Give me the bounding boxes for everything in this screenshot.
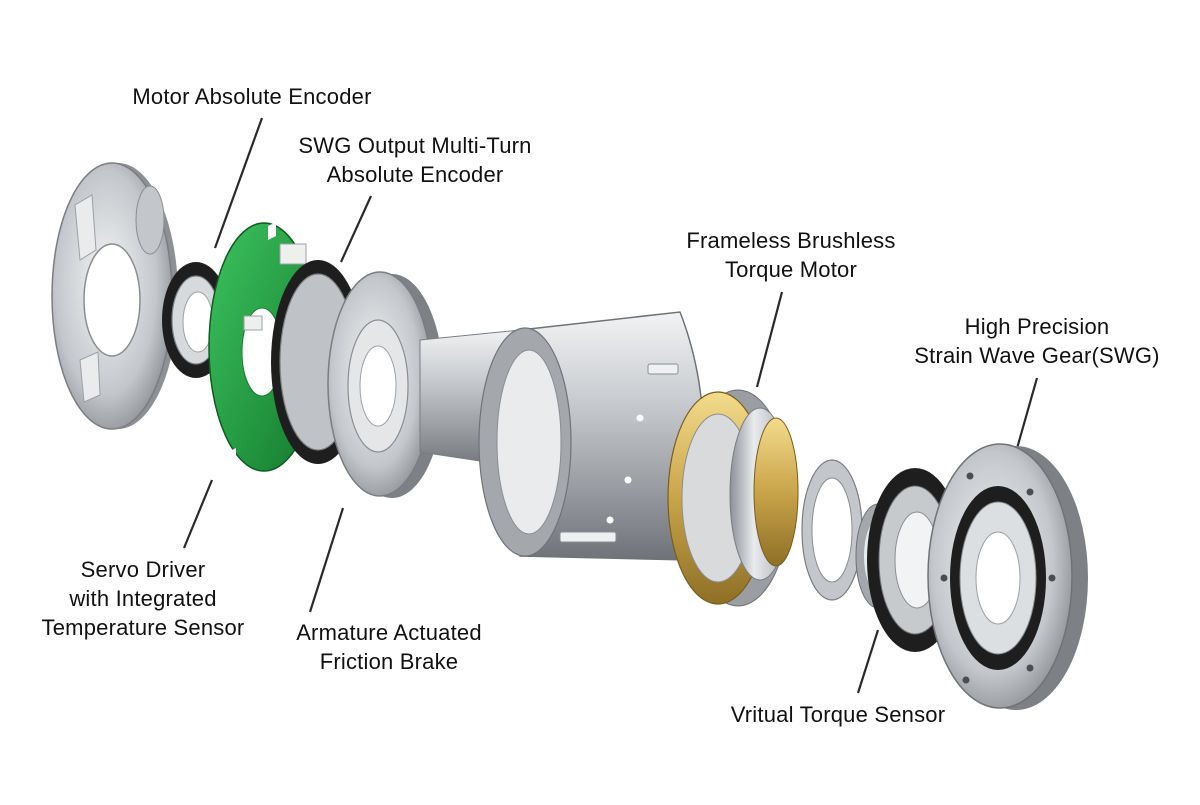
label-line: Strain Wave Gear(SWG) (914, 343, 1160, 368)
label-swg-output-encoder: SWG Output Multi-Turn Absolute Encoder (272, 131, 558, 189)
label-line: Motor Absolute Encoder (132, 84, 372, 109)
leader-vts (856, 629, 880, 694)
label-line: Vritual Torque Sensor (730, 702, 946, 727)
label-friction-brake: Armature Actuated Friction Brake (272, 618, 506, 676)
label-line: Armature Actuated (296, 620, 482, 645)
leader-motor-encoder (213, 117, 264, 249)
leader-swg (1014, 377, 1039, 453)
leader-torque-motor (755, 291, 784, 388)
friction-brake-disk (327, 271, 444, 498)
motor-housing (478, 311, 705, 561)
label-servo-driver: Servo Driver with Integrated Temperature… (14, 555, 272, 642)
frameless-torque-motor (667, 389, 799, 607)
leader-lines (182, 117, 1039, 694)
label-motor-absolute-encoder: Motor Absolute Encoder (108, 82, 396, 111)
label-line: Torque Motor (724, 257, 857, 282)
label-line: Frameless Brushless (686, 228, 896, 253)
label-line: with Integrated (69, 586, 217, 611)
label-strain-wave-gear: High Precision Strain Wave Gear(SWG) (892, 312, 1182, 370)
label-line: Servo Driver (80, 557, 206, 582)
leader-brake (308, 507, 345, 613)
leader-servo (182, 479, 214, 549)
label-line: Friction Brake (319, 649, 459, 674)
label-virtual-torque-sensor: Vritual Torque Sensor (704, 700, 972, 729)
leader-swg-encoder (339, 195, 373, 263)
label-line: Absolute Encoder (326, 162, 504, 187)
rear-cover-plate (51, 162, 178, 430)
label-line: SWG Output Multi-Turn (298, 133, 532, 158)
label-line: Temperature Sensor (41, 615, 245, 640)
label-frameless-torque-motor: Frameless Brushless Torque Motor (662, 226, 920, 284)
label-line: High Precision (964, 314, 1110, 339)
strain-wave-gear (927, 443, 1088, 710)
